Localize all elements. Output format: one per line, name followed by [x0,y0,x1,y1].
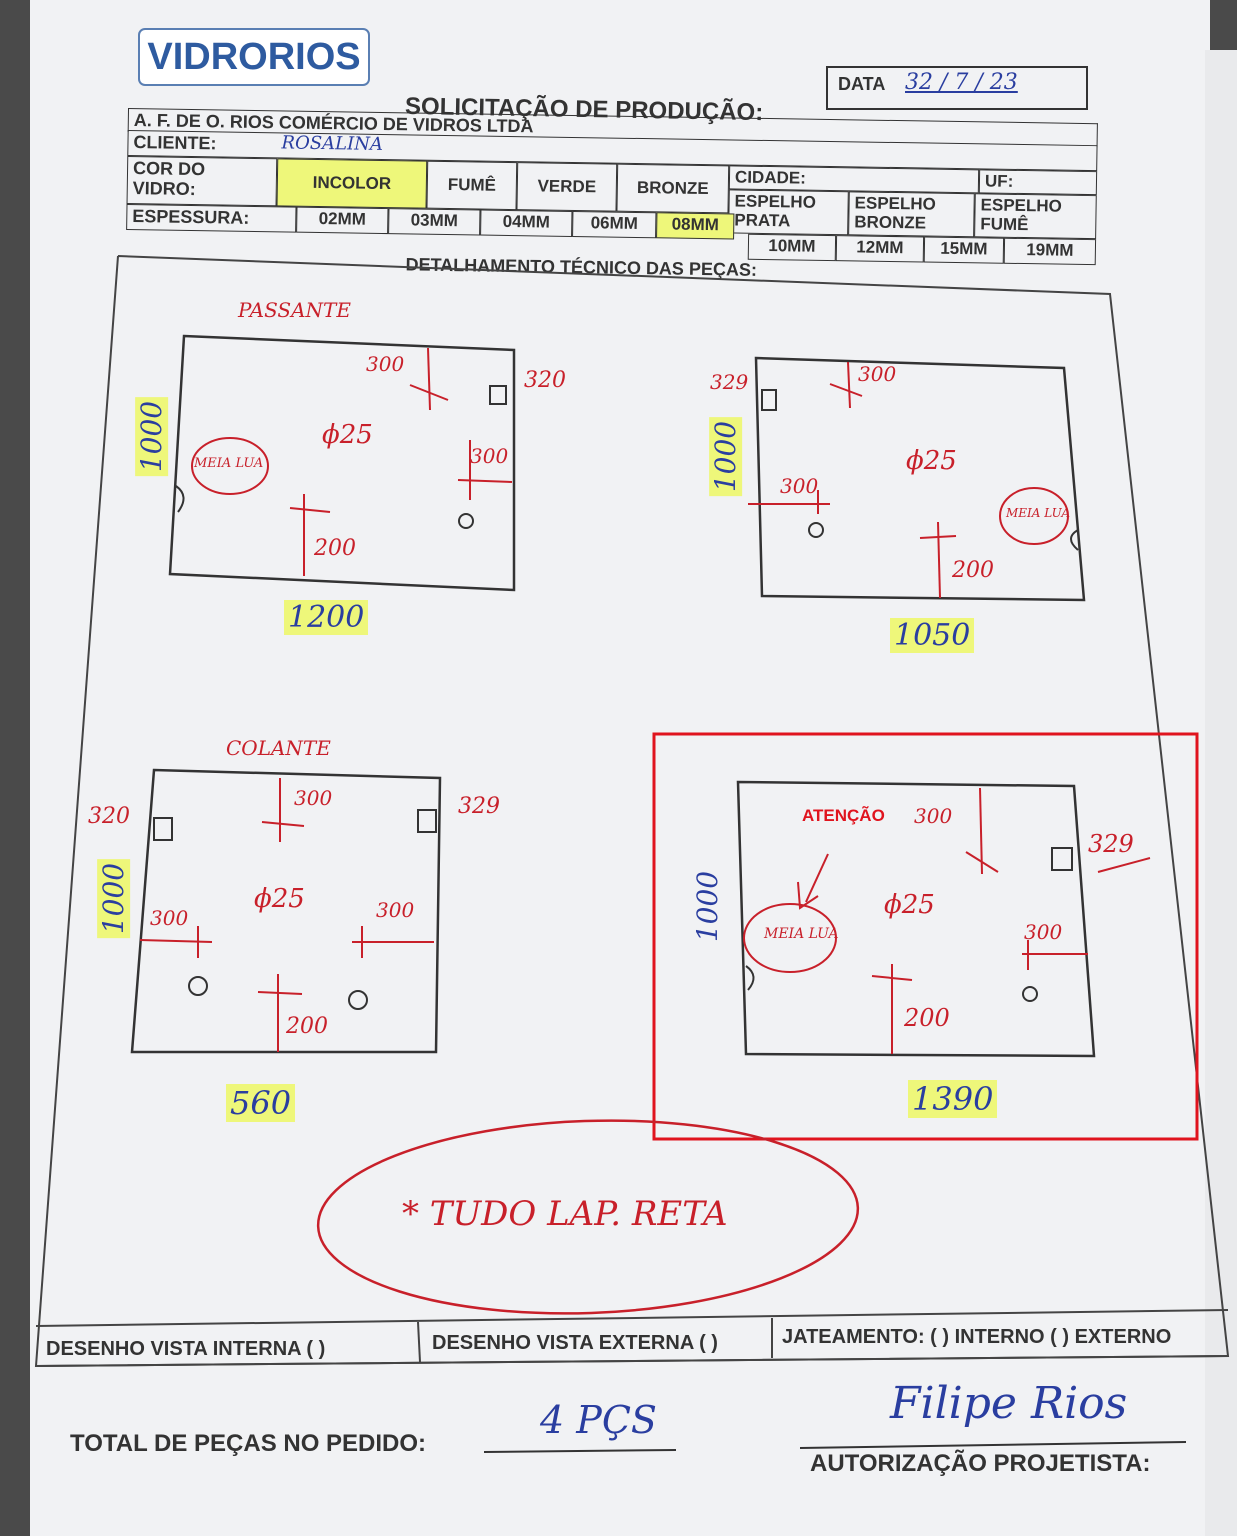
piece-1-dim-a: 300 [366,352,405,376]
piece-4-outline [736,780,1096,1058]
piece-3-dim-d: 300 [150,906,189,930]
piece-1-label: PASSANTE [238,298,351,322]
piece-3-hole: ϕ25 [254,884,305,914]
authorization-label: AUTORIZAÇÃO PROJETISTA: [810,1450,1151,1477]
date-label: DATA [838,74,886,94]
piece-2-width: 1050 [890,618,975,653]
external-view-option[interactable]: DESENHO VISTA EXTERNA ( ) [432,1332,718,1354]
date-value: 32 / 7 / 23 [905,70,1018,95]
piece-3-width: 560 [226,1084,296,1122]
piece-4-note: MEIA LUA [764,926,839,942]
piece-1-width: 1200 [284,600,369,635]
piece-1-width-value: 1200 [284,600,369,635]
piece-4-height: 1000 [691,870,725,943]
piece-3-dim-f: 200 [286,1014,328,1039]
piece-3-height: 1000 [97,858,131,939]
piece-2-note: MEIA LUA [1006,506,1070,520]
blasting-option[interactable]: JATEAMENTO: ( ) INTERNO ( ) EXTERNO [782,1326,1172,1348]
piece-2-width-value: 1050 [890,618,975,653]
piece-3-dim-b: 300 [294,786,333,810]
vidrorios-logo: VIDRORIOS [138,28,370,86]
piece-2-dim-a: 329 [710,370,749,394]
piece-1-hole: ϕ25 [322,420,373,450]
piece-2-dim-c: 300 [780,474,819,498]
piece-1-note: MEIA LUA [194,456,264,471]
piece-2-outline [754,356,1086,602]
piece-1-height: 1000 [135,396,169,477]
attention-frame [652,732,1199,1141]
total-pieces-value: 4 PÇS [540,1398,657,1442]
piece-2-dim-b: 300 [858,362,897,386]
total-pieces-label: TOTAL DE PEÇAS NO PEDIDO: [70,1430,427,1457]
piece-1-dim-b: 320 [524,368,566,393]
finish-note: * TUDO LAP. RETA [402,1194,728,1234]
piece-1-outline [168,334,516,592]
piece-3-outline [130,768,442,1054]
paper-sheet [30,0,1210,1536]
piece-3-dim-a: 320 [88,804,130,829]
piece-3-width-value: 560 [226,1084,296,1122]
piece-2-height: 1000 [709,416,743,497]
piece-1-dim-d: 200 [314,536,356,561]
piece-4-width-value: 1390 [908,1080,998,1118]
piece-4-dim-b: 329 [1088,830,1134,858]
piece-4-dim-d: 200 [904,1004,950,1032]
note-ellipse [316,1119,860,1315]
piece-4-width: 1390 [908,1080,998,1118]
piece-3-dim-c: 329 [458,794,500,819]
piece-2-hole: ϕ25 [906,446,957,476]
piece-2-dim-d: 200 [952,558,994,583]
piece-1-dim-c: 300 [470,444,509,468]
attention-label: ATENÇÃO [802,806,885,825]
designer-signature: Filipe Rios [890,1378,1128,1429]
piece-4-dim-a: 300 [914,804,953,828]
piece-4-dim-c: 300 [1024,920,1063,944]
piece-3-dim-e: 300 [376,898,415,922]
piece-4-hole: ϕ25 [884,890,935,920]
internal-view-option[interactable]: DESENHO VISTA INTERNA ( ) [46,1338,326,1360]
date-box [826,66,1088,110]
piece-3-label: COLANTE [226,736,331,760]
